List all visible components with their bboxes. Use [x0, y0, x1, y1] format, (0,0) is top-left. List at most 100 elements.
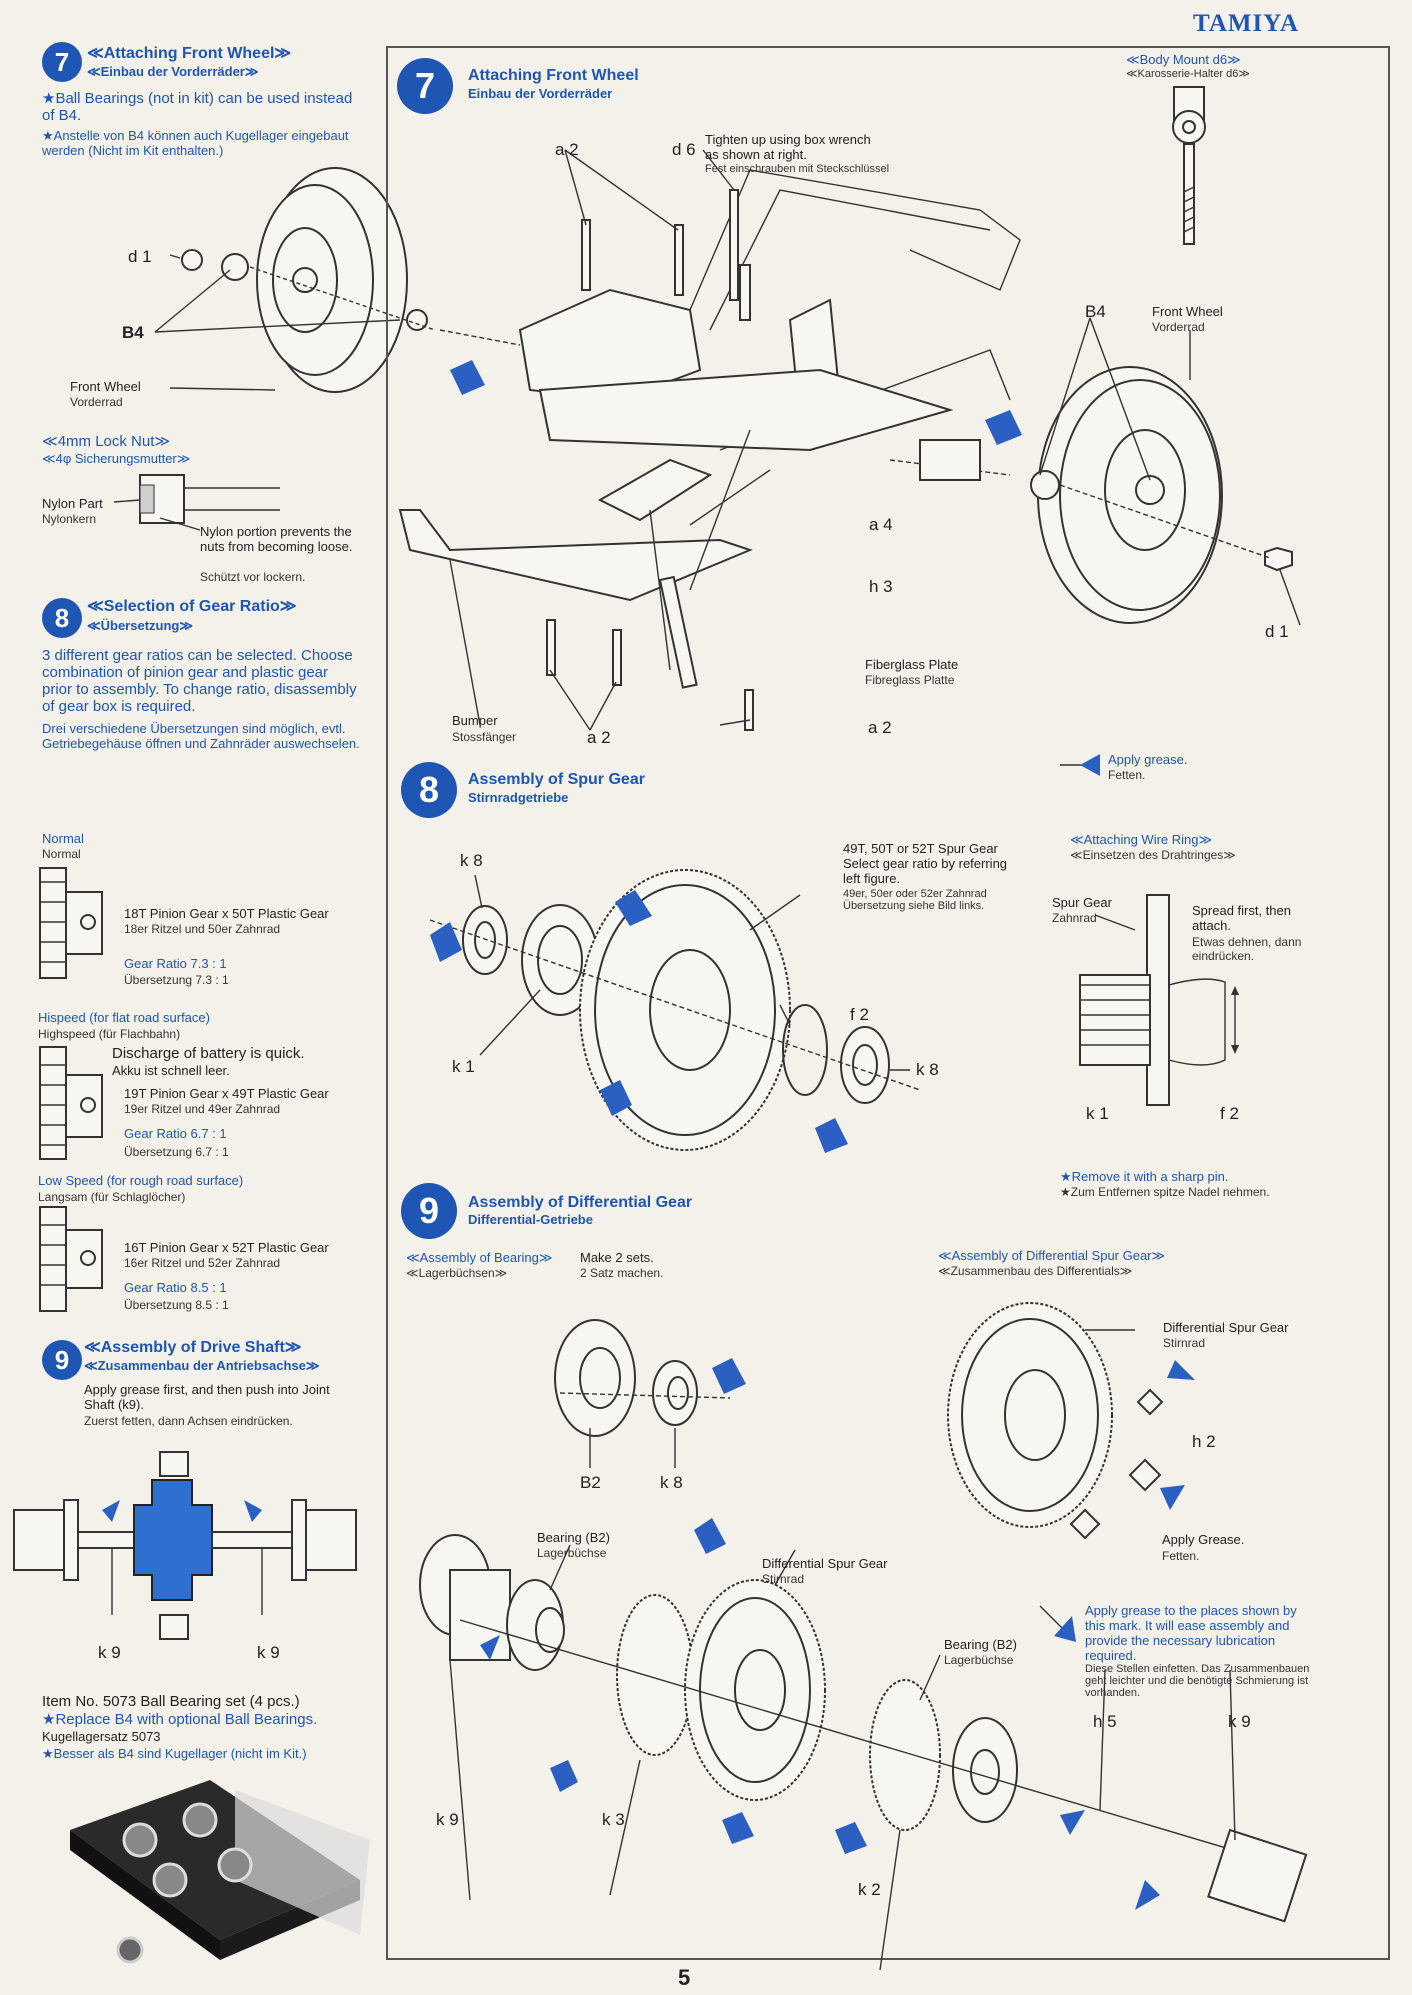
- lowspeed-heading: Low Speed (for rough road surface): [38, 1173, 244, 1188]
- bumper-label: Bumper: [452, 713, 498, 728]
- diff-k9-label-left: k 9: [436, 1810, 459, 1829]
- diff-spur-gear-label: Differential Spur Gear: [1163, 1320, 1289, 1335]
- main-s8-k8-label-a: k 8: [460, 851, 483, 870]
- diff-assembly-title: ≪Assembly of Differential Spur Gear≫: [938, 1248, 1166, 1263]
- bearing-assembly-title: ≪Assembly of Bearing≫: [406, 1250, 553, 1265]
- bearing-b2-left-label-de: Lagerbüchse: [537, 1546, 607, 1560]
- ball-bearing-item-de: Kugellagersatz 5073: [42, 1729, 161, 1744]
- bearing-assembly-figure: [554, 1319, 746, 1468]
- bearing-b2-left-label: Bearing (B2): [537, 1530, 610, 1545]
- main-s8-f2-label: f 2: [850, 1005, 869, 1024]
- drive-shaft-figure: [13, 1451, 357, 1640]
- wire-ring-remove-de: ★Zum Entfernen spitze Nadel nehmen.: [1060, 1185, 1270, 1199]
- spur-gear-exploded-figure: [429, 869, 921, 1153]
- diff-h2-label: h 2: [1192, 1432, 1216, 1451]
- bearing-b2-right-label-de: Lagerbüchse: [944, 1653, 1014, 1667]
- step-7-badge: 7: [42, 42, 82, 82]
- bearing-b2-right-label: Bearing (B2): [944, 1637, 1017, 1652]
- bumper-label-de: Stossfänger: [452, 730, 517, 744]
- drive-shaft-text-de: Zuerst fetten, dann Achsen eindrücken.: [84, 1414, 293, 1428]
- wire-ring-spread-de: Etwas dehnen, dann eindrücken.: [1192, 935, 1302, 963]
- main-step-8-badge: 8: [401, 762, 457, 818]
- diff-k2-label: k 2: [858, 1880, 881, 1899]
- ball-bearing-set-photo: [70, 1780, 370, 1964]
- bearing-assembly-title-de: ≪Lagerbüchsen≫: [406, 1266, 508, 1280]
- diff-apply-grease-de: Fetten.: [1162, 1549, 1200, 1563]
- wire-ring-remove: ★Remove it with a sharp pin.: [1060, 1169, 1229, 1184]
- wire-ring-spur-gear: Spur Gear: [1052, 895, 1112, 910]
- main-s8-title-de: Stirnradgetriebe: [468, 790, 569, 805]
- nylon-part-label-de: Nylonkern: [42, 512, 97, 526]
- main-s7-title: Attaching Front Wheel: [468, 67, 639, 84]
- lowspeed-gear-combo-de: 16er Ritzel und 52er Zahnrad: [124, 1256, 281, 1270]
- make-two-sets: Make 2 sets.: [580, 1250, 654, 1265]
- left-k9-label-a: k 9: [98, 1643, 121, 1662]
- ball-bearing-replace: ★Replace B4 with optional Ball Bearings.: [42, 1711, 318, 1728]
- gear-ratio-intro-de: Drei verschiedene Übersetzungen sind mög…: [42, 721, 360, 751]
- highspeed-ratio: Gear Ratio 6.7 : 1: [124, 1126, 227, 1141]
- main-s9-title-de: Differential-Getriebe: [468, 1212, 593, 1227]
- highspeed-gear-combo-de: 19er Ritzel und 49er Zahnrad: [124, 1102, 281, 1116]
- normal-ratio: Gear Ratio 7.3 : 1: [124, 956, 227, 971]
- highspeed-warning-de: Akku ist schnell leer.: [112, 1063, 230, 1078]
- main-a4-label: a 4: [869, 515, 893, 534]
- diff-apply-grease: Apply Grease.: [1162, 1532, 1245, 1547]
- body-mount-title-de: ≪Karosserie-Halter d6≫: [1126, 68, 1250, 80]
- pinion-gear-low-icon: [39, 1206, 103, 1312]
- left-s9-title-de: ≪Zusammenbau der Antriebsachse≫: [84, 1358, 320, 1373]
- ball-bearing-item: Item No. 5073 Ball Bearing set (4 pcs.): [42, 1693, 300, 1710]
- step-9-badge: 9: [42, 1340, 82, 1380]
- wire-ring-figure: [1079, 894, 1239, 1106]
- chassis-exploded-figure: [398, 149, 1022, 731]
- left-s7-title: ≪Attaching Front Wheel≫: [87, 45, 292, 62]
- fiberglass-label-de: Fibreglass Platte: [865, 673, 955, 687]
- grease-mark-legend-icon: [1039, 1605, 1076, 1642]
- main-d1-label: d 1: [1265, 622, 1289, 641]
- main-a2-label-top: a 2: [555, 140, 579, 159]
- highspeed-gear-combo: 19T Pinion Gear x 49T Plastic Gear: [124, 1086, 329, 1101]
- locknut-title: ≪4mm Lock Nut≫: [42, 433, 171, 450]
- main-front-wheel-label: Front Wheel: [1152, 304, 1223, 319]
- nylon-note: Nylon portion prevents the nuts from bec…: [200, 524, 353, 554]
- left-s7-title-de: ≪Einbau der Vorderräder≫: [87, 64, 259, 79]
- apply-grease-label-de: Fetten.: [1108, 768, 1146, 782]
- main-front-wheel-label-de: Vorderrad: [1152, 320, 1205, 334]
- main-a2-label-bottom: a 2: [587, 728, 611, 747]
- wire-ring-f2-label: f 2: [1220, 1104, 1239, 1123]
- diff-k9-label-right: k 9: [1228, 1712, 1251, 1731]
- main-s7-title-de: Einbau der Vorderräder: [468, 86, 613, 101]
- wire-ring-spread: Spread first, then attach.: [1192, 903, 1291, 933]
- grease-legend-note-de: Diese Stellen einfetten. Das Zusammenbau…: [1085, 1663, 1310, 1699]
- main-step-7-badge: 7: [397, 58, 453, 114]
- front-wheel-figure-right: [1030, 317, 1301, 626]
- instruction-frame: [386, 46, 1390, 1960]
- main-s8-k8-label-b: k 8: [916, 1060, 939, 1079]
- highspeed-warning: Discharge of battery is quick.: [112, 1045, 305, 1062]
- normal-ratio-de: Übersetzung 7.3 : 1: [124, 973, 229, 987]
- nylon-part-label: Nylon Part: [42, 496, 103, 511]
- diff-spur-gear-figure: [947, 1302, 1195, 1540]
- wire-ring-k1-label: k 1: [1086, 1104, 1109, 1123]
- ball-bearing-besser: ★Besser als B4 sind Kugellager (nicht im…: [42, 1746, 307, 1761]
- body-mount-d6-figure: [1172, 86, 1206, 245]
- left-s7-note: ★Ball Bearings (not in kit) can be used …: [42, 90, 353, 124]
- left-front-wheel-label: Front Wheel: [70, 379, 141, 394]
- tighten-note-de: Fest einschrauben mit Steckschlüssel: [705, 163, 890, 175]
- diff-h5-label: h 5: [1093, 1712, 1117, 1731]
- left-k9-label-b: k 9: [257, 1643, 280, 1662]
- step-8-badge: 8: [42, 598, 82, 638]
- diff-spur-gear-lower-label-de: Stirnrad: [762, 1572, 805, 1586]
- main-a2-label-right: a 2: [868, 718, 892, 737]
- brand-logo: TAMIYA: [1193, 10, 1300, 37]
- gear-ratio-intro: 3 different gear ratios can be selected.…: [42, 647, 357, 715]
- main-d6-label: d 6: [672, 140, 696, 159]
- body-mount-title: ≪Body Mount d6≫: [1126, 52, 1241, 67]
- left-s8-title-de: ≪Übersetzung≫: [87, 618, 193, 633]
- highspeed-heading-de: Highspeed (für Flachbahn): [38, 1027, 181, 1041]
- lowspeed-ratio: Gear Ratio 8.5 : 1: [124, 1280, 227, 1295]
- left-front-wheel-label-de: Vorderrad: [70, 395, 123, 409]
- locknut-title-de: ≪4φ Sicherungsmutter≫: [42, 451, 191, 466]
- left-s7-note-de: ★Anstelle von B4 können auch Kugellager …: [42, 128, 349, 158]
- wire-ring-title-de: ≪Einsetzen des Drahtringes≫: [1070, 848, 1236, 862]
- normal-heading: Normal: [42, 831, 84, 846]
